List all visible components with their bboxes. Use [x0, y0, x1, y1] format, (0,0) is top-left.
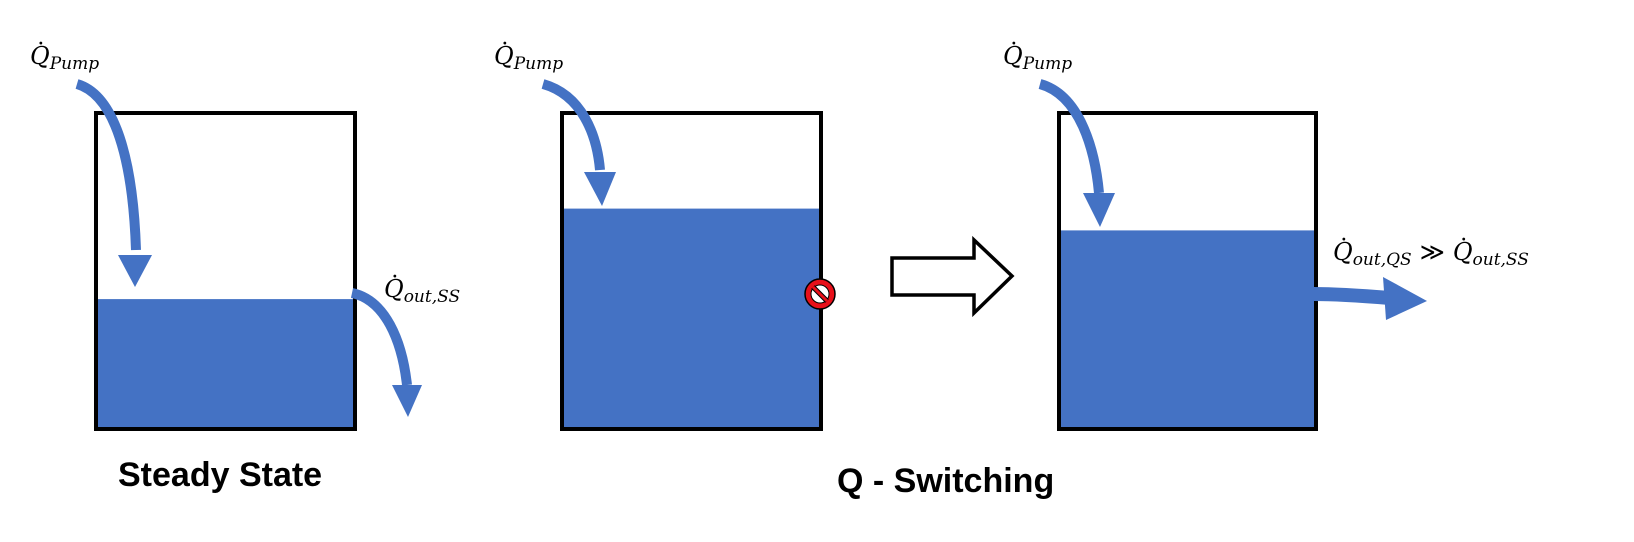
pump-inflow-arrow [75, 79, 141, 251]
tank-outline [1057, 111, 1318, 431]
outflow-qs-arrow [1313, 287, 1391, 305]
tank-outline [560, 111, 823, 431]
outflow-ss-arrowhead [392, 385, 422, 417]
outflow-ss-label: ·Qout,SS [384, 265, 461, 307]
pump-flow-label: ·QPump [494, 32, 564, 74]
water-fill [1060, 230, 1315, 427]
tank-switch-closed [560, 111, 823, 431]
outflow-qs-arrowhead [1383, 277, 1427, 320]
q-switching-caption: Q - Switching [837, 462, 1055, 500]
tank-outline [94, 111, 357, 431]
pump-inflow-arrow [541, 79, 605, 171]
tank-switch-released [1057, 111, 1318, 431]
outflow-ss-arrow [350, 288, 412, 386]
pump-inflow-arrow [1038, 79, 1104, 194]
water-fill [563, 208, 820, 427]
outflow-comparison-label: ·Qout,QS≫·Qout,SS [1333, 228, 1529, 270]
tank-steady-state [94, 111, 357, 431]
much-greater-symbol: ≫ [1419, 238, 1445, 266]
pump-flow-label: ·QPump [1003, 32, 1073, 74]
hollow-right-arrow-icon [890, 235, 1015, 318]
steady-state-caption: Steady State [118, 456, 323, 494]
pump-flow-label: ·QPump [30, 32, 100, 74]
pump-inflow-arrowhead [118, 255, 152, 287]
pump-inflow-arrowhead [1083, 193, 1115, 227]
pump-inflow-arrowhead [584, 172, 616, 206]
water-fill [97, 299, 354, 427]
no-entry-icon [804, 278, 836, 310]
